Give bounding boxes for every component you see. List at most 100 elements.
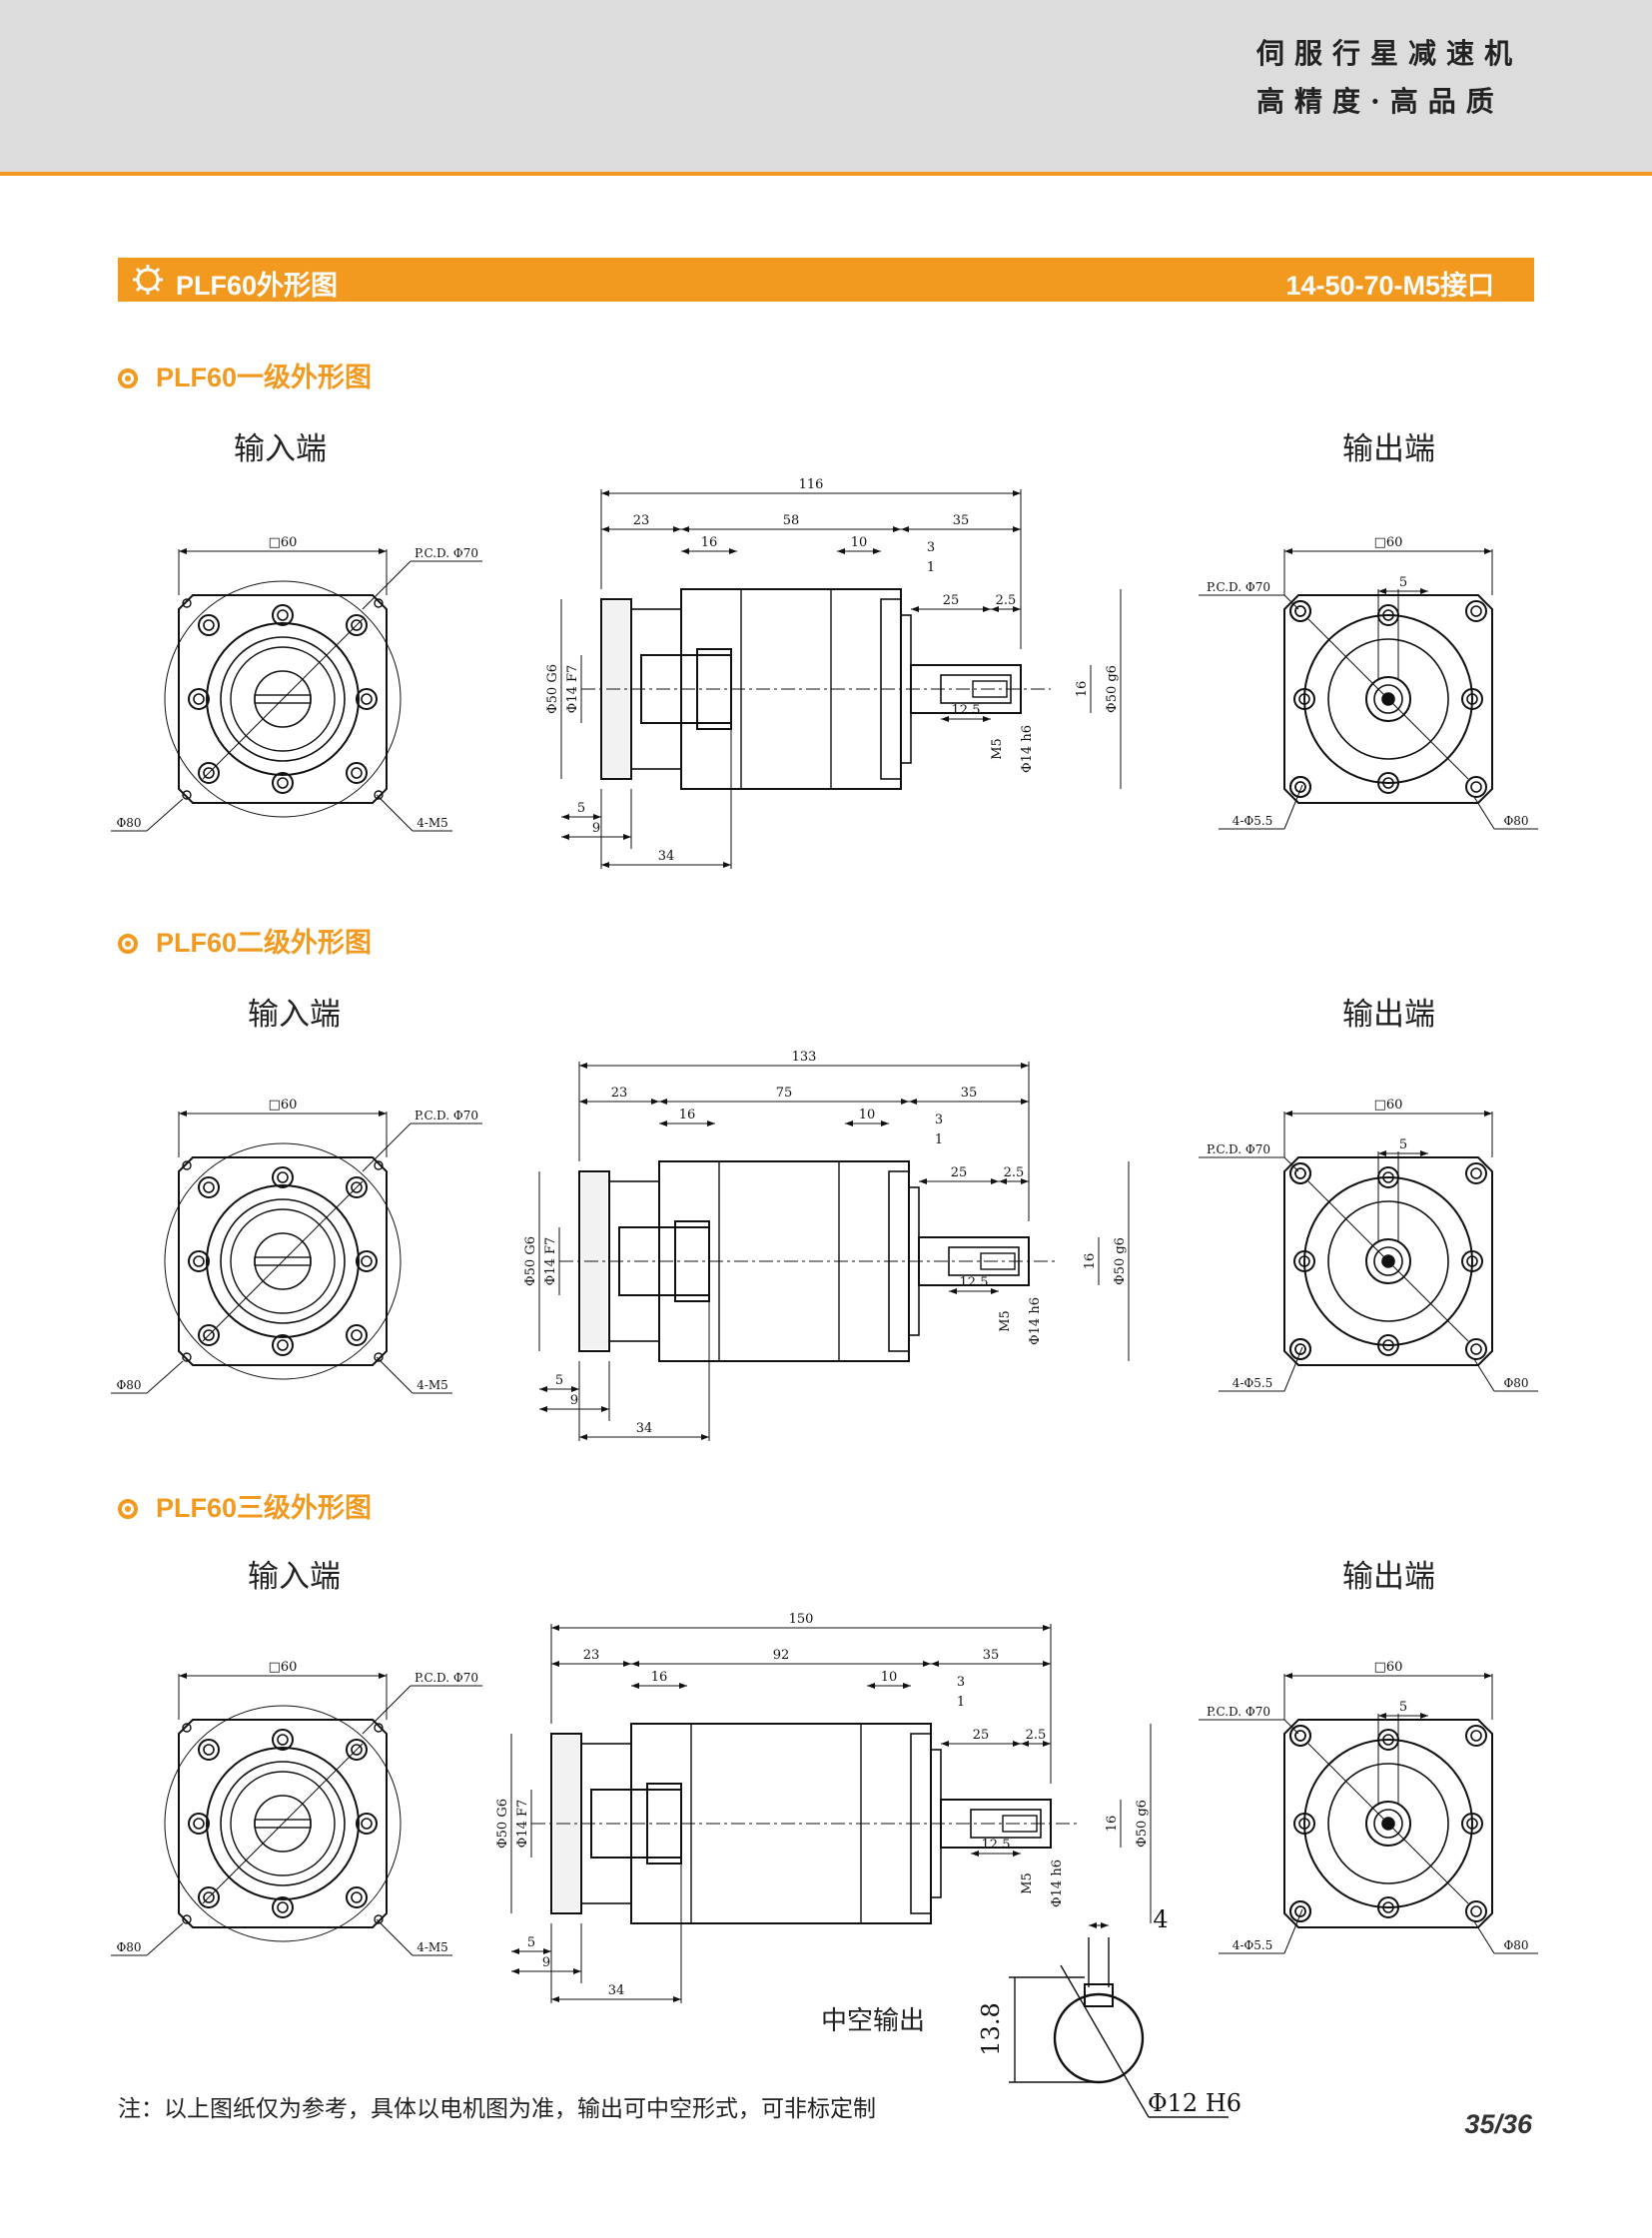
line: [376, 1918, 413, 1956]
dim-label: 10: [881, 1670, 898, 1685]
circle: [1298, 1255, 1310, 1267]
line: [1283, 1346, 1303, 1392]
circle: [351, 619, 363, 631]
circle: [346, 762, 368, 784]
circle: [1382, 1339, 1394, 1351]
dim-label: 4-Φ5.5: [1233, 814, 1273, 828]
circle: [272, 604, 294, 626]
dim-label: P.C.D. Φ70: [414, 1109, 478, 1122]
circle: [164, 1705, 402, 1942]
dim-label: 35: [953, 513, 970, 528]
circle: [164, 580, 402, 818]
dim-label: 9: [592, 821, 600, 836]
output-end-label-1: 输出端: [1342, 431, 1435, 467]
circle: [1289, 600, 1311, 622]
circle: [1293, 688, 1315, 710]
circle: [203, 767, 215, 779]
line: [1473, 1920, 1495, 1954]
circle: [361, 1818, 373, 1830]
dim-label: Φ50 G6: [545, 664, 560, 714]
circle: [374, 1160, 384, 1170]
circle: [198, 762, 220, 784]
dim-label: P.C.D. Φ70: [1207, 580, 1270, 594]
dim-label: P.C.D. Φ70: [414, 1671, 478, 1685]
dim-label: 1: [935, 1132, 943, 1147]
dim-label: Φ80: [116, 1378, 141, 1392]
dim-label: 1: [927, 560, 935, 575]
circle: [1365, 676, 1411, 722]
dim-label: 16: [1105, 1816, 1120, 1833]
circle: [1365, 1801, 1411, 1847]
dim-label: Φ14 h6: [1050, 1860, 1065, 1907]
dim-label: Φ14 F7: [565, 665, 580, 714]
circle: [203, 1744, 215, 1756]
bullet-icon: [118, 1499, 138, 1519]
circle: [351, 767, 363, 779]
circle: [361, 693, 373, 705]
circle: [182, 790, 192, 800]
arrow: [539, 1386, 579, 1392]
dim-label: 5: [1399, 1137, 1407, 1152]
rect: [254, 1819, 312, 1829]
dim-label: Φ14 h6: [1020, 725, 1035, 773]
circle: [193, 1255, 205, 1267]
circle: [277, 609, 289, 621]
dim-label: P.C.D. Φ70: [414, 546, 478, 560]
dim-label: 13.8: [977, 2002, 1005, 2055]
dim-label: M5: [998, 1310, 1013, 1332]
arrow: [999, 1178, 1029, 1184]
circle: [1470, 1730, 1482, 1742]
circle: [277, 1339, 289, 1351]
dim-label: Φ80: [1503, 814, 1528, 828]
arrow: [919, 1178, 999, 1184]
circle: [346, 1886, 368, 1908]
dim-label: 4-Φ5.5: [1233, 1376, 1273, 1390]
line: [1060, 1964, 1150, 2118]
page-number: 35/36: [1464, 2109, 1532, 2139]
circle: [1327, 1763, 1449, 1884]
circle: [1470, 1905, 1482, 1917]
arrow: [561, 834, 631, 840]
circle: [198, 1176, 220, 1198]
arrow: [601, 526, 681, 532]
circle: [1382, 777, 1394, 789]
circle: [374, 1914, 384, 1924]
line: [1307, 1743, 1469, 1904]
circle: [1377, 1334, 1399, 1356]
circle: [206, 1747, 360, 1900]
circle: [1373, 1809, 1403, 1839]
circle: [1461, 1813, 1483, 1835]
circle: [272, 1166, 294, 1188]
brand-line-2: 高精度·高品质: [1255, 85, 1504, 118]
circle: [1289, 1725, 1311, 1747]
dim-label: 4: [1153, 1905, 1168, 1933]
circle: [230, 646, 336, 752]
circle: [1382, 1734, 1394, 1746]
circle: [351, 1329, 363, 1341]
circle: [1365, 1238, 1411, 1284]
circle: [206, 1184, 360, 1338]
dim-label: Φ14 F7: [515, 1800, 530, 1849]
line: [376, 794, 413, 832]
line: [362, 1122, 412, 1172]
circle: [188, 1813, 210, 1835]
dim-label: 16: [679, 1108, 696, 1122]
dim-label: 12.5: [960, 1275, 989, 1290]
rect: [254, 1256, 312, 1266]
circle: [272, 1334, 294, 1356]
dim-label: 34: [636, 1421, 653, 1436]
circle: [203, 1181, 215, 1193]
footer-note: 注：以上图纸仅为参考，具体以电机图为准，输出可中空形式，可非标定制: [118, 2095, 876, 2121]
circle: [346, 1739, 368, 1761]
circle: [374, 1352, 384, 1362]
circle: [346, 1176, 368, 1198]
circle: [203, 619, 215, 631]
circle: [1382, 1171, 1394, 1183]
circle: [277, 1734, 289, 1746]
dim-label: 23: [583, 1648, 600, 1663]
dim-label: 10: [851, 535, 868, 550]
